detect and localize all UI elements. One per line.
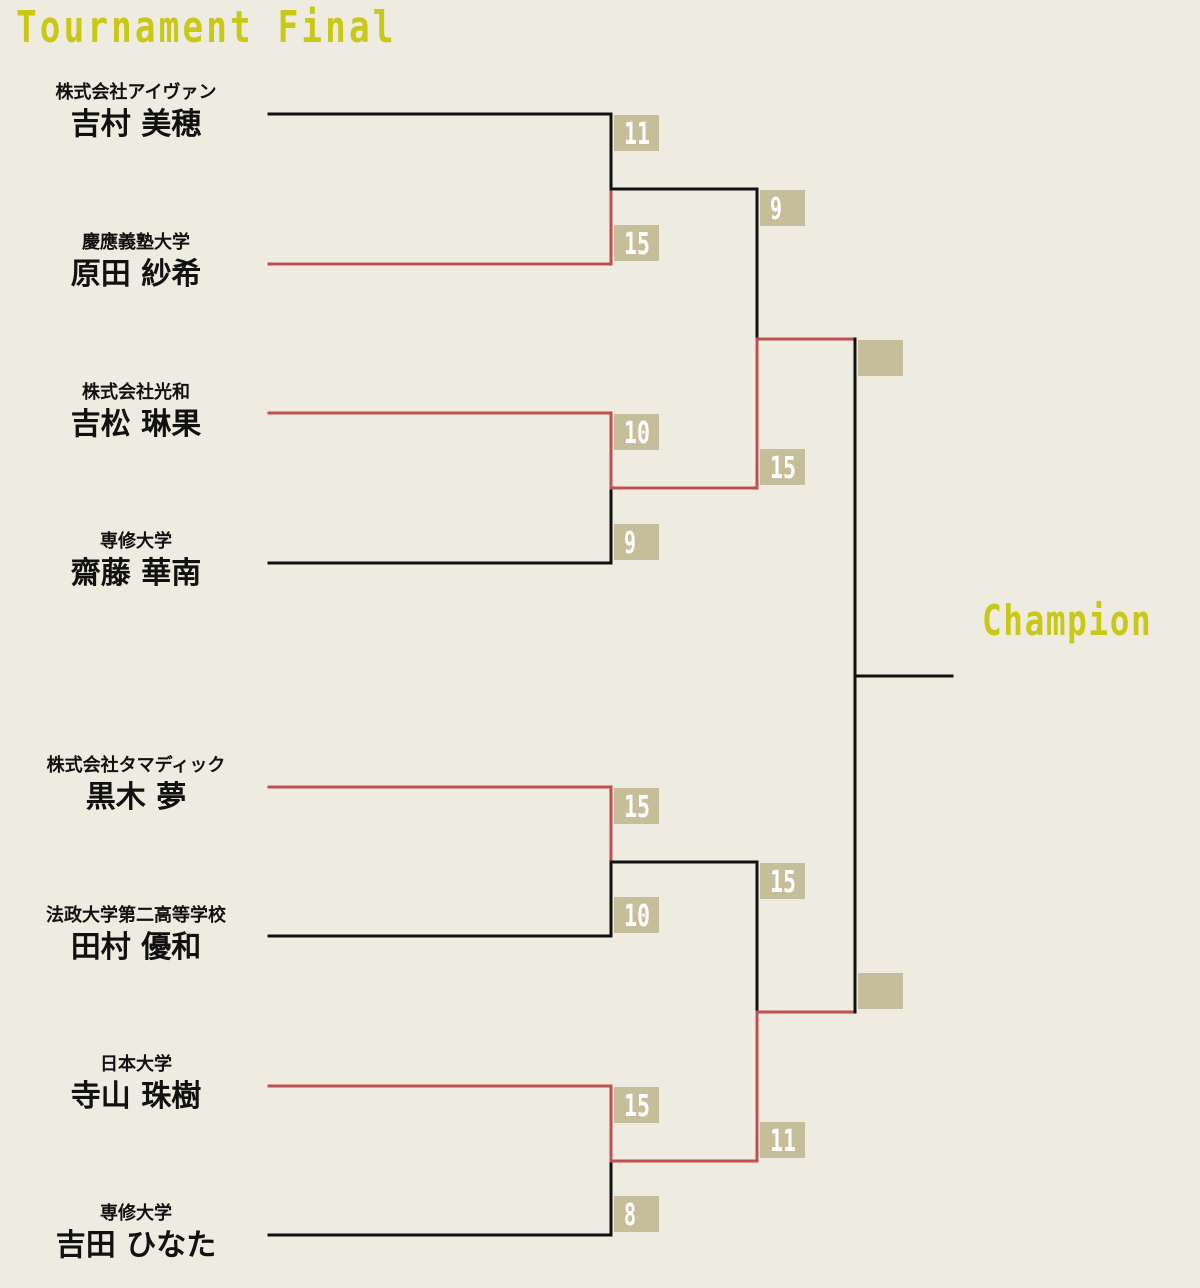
score-box — [614, 788, 659, 824]
score-box — [614, 115, 659, 151]
player-name: 吉田 ひなた — [55, 1228, 217, 1263]
player-name: 田村 優和 — [70, 930, 202, 965]
player-entry: 株式会社タマディック 黒木 夢 — [20, 755, 252, 817]
player-entry: 日本大学 寺山 珠樹 — [20, 1054, 252, 1116]
player-entry: 法政大学第二高等学校 田村 優和 — [20, 905, 252, 967]
score-box — [858, 340, 903, 376]
player-entry: 慶應義塾大学 原田 紗希 — [20, 232, 252, 294]
player-name: 吉村 美穂 — [70, 107, 202, 142]
player-organization: 専修大学 — [100, 1203, 172, 1224]
player-organization: 株式会社アイヴァン — [55, 82, 217, 103]
player-organization: 慶應義塾大学 — [82, 232, 190, 253]
score-value: 15 — [770, 451, 796, 486]
score-box — [614, 1196, 659, 1232]
champion-label: Champion — [982, 596, 1153, 645]
player-entry: 専修大学 齋藤 華南 — [20, 531, 252, 593]
player-name: 黒木 夢 — [85, 780, 187, 815]
player-name: 寺山 珠樹 — [70, 1079, 202, 1114]
player-organization: 株式会社光和 — [82, 382, 190, 403]
player-name: 齋藤 華南 — [70, 556, 202, 591]
player-name: 原田 紗希 — [70, 257, 202, 292]
score-box — [760, 449, 805, 485]
score-box — [614, 1087, 659, 1123]
score-box — [614, 414, 659, 450]
score-value: 15 — [624, 1089, 650, 1124]
player-entry: 専修大学 吉田 ひなた — [20, 1203, 252, 1265]
score-box — [614, 524, 659, 560]
score-value: 9 — [770, 192, 782, 227]
score-box — [760, 863, 805, 899]
score-box — [614, 225, 659, 261]
score-box — [760, 1122, 805, 1158]
score-value: 10 — [624, 416, 650, 451]
score-box — [760, 190, 805, 226]
page-title: Tournament Final — [16, 2, 397, 53]
score-value: 10 — [624, 899, 650, 934]
score-value: 11 — [770, 1124, 796, 1159]
player-entry: 株式会社光和 吉松 琳果 — [20, 382, 252, 444]
score-value: 15 — [770, 865, 796, 900]
score-value: 11 — [624, 117, 650, 152]
player-name: 吉松 琳果 — [70, 407, 202, 442]
score-box — [858, 973, 903, 1009]
player-organization: 法政大学第二高等学校 — [46, 905, 226, 926]
score-value: 15 — [624, 227, 650, 262]
score-box — [614, 897, 659, 933]
score-value: 8 — [624, 1198, 636, 1233]
player-entry: 株式会社アイヴァン 吉村 美穂 — [20, 82, 252, 144]
player-organization: 専修大学 — [100, 531, 172, 552]
player-organization: 日本大学 — [100, 1054, 172, 1075]
player-organization: 株式会社タマディック — [46, 755, 226, 776]
score-value: 9 — [624, 526, 636, 561]
score-value: 15 — [624, 790, 650, 825]
